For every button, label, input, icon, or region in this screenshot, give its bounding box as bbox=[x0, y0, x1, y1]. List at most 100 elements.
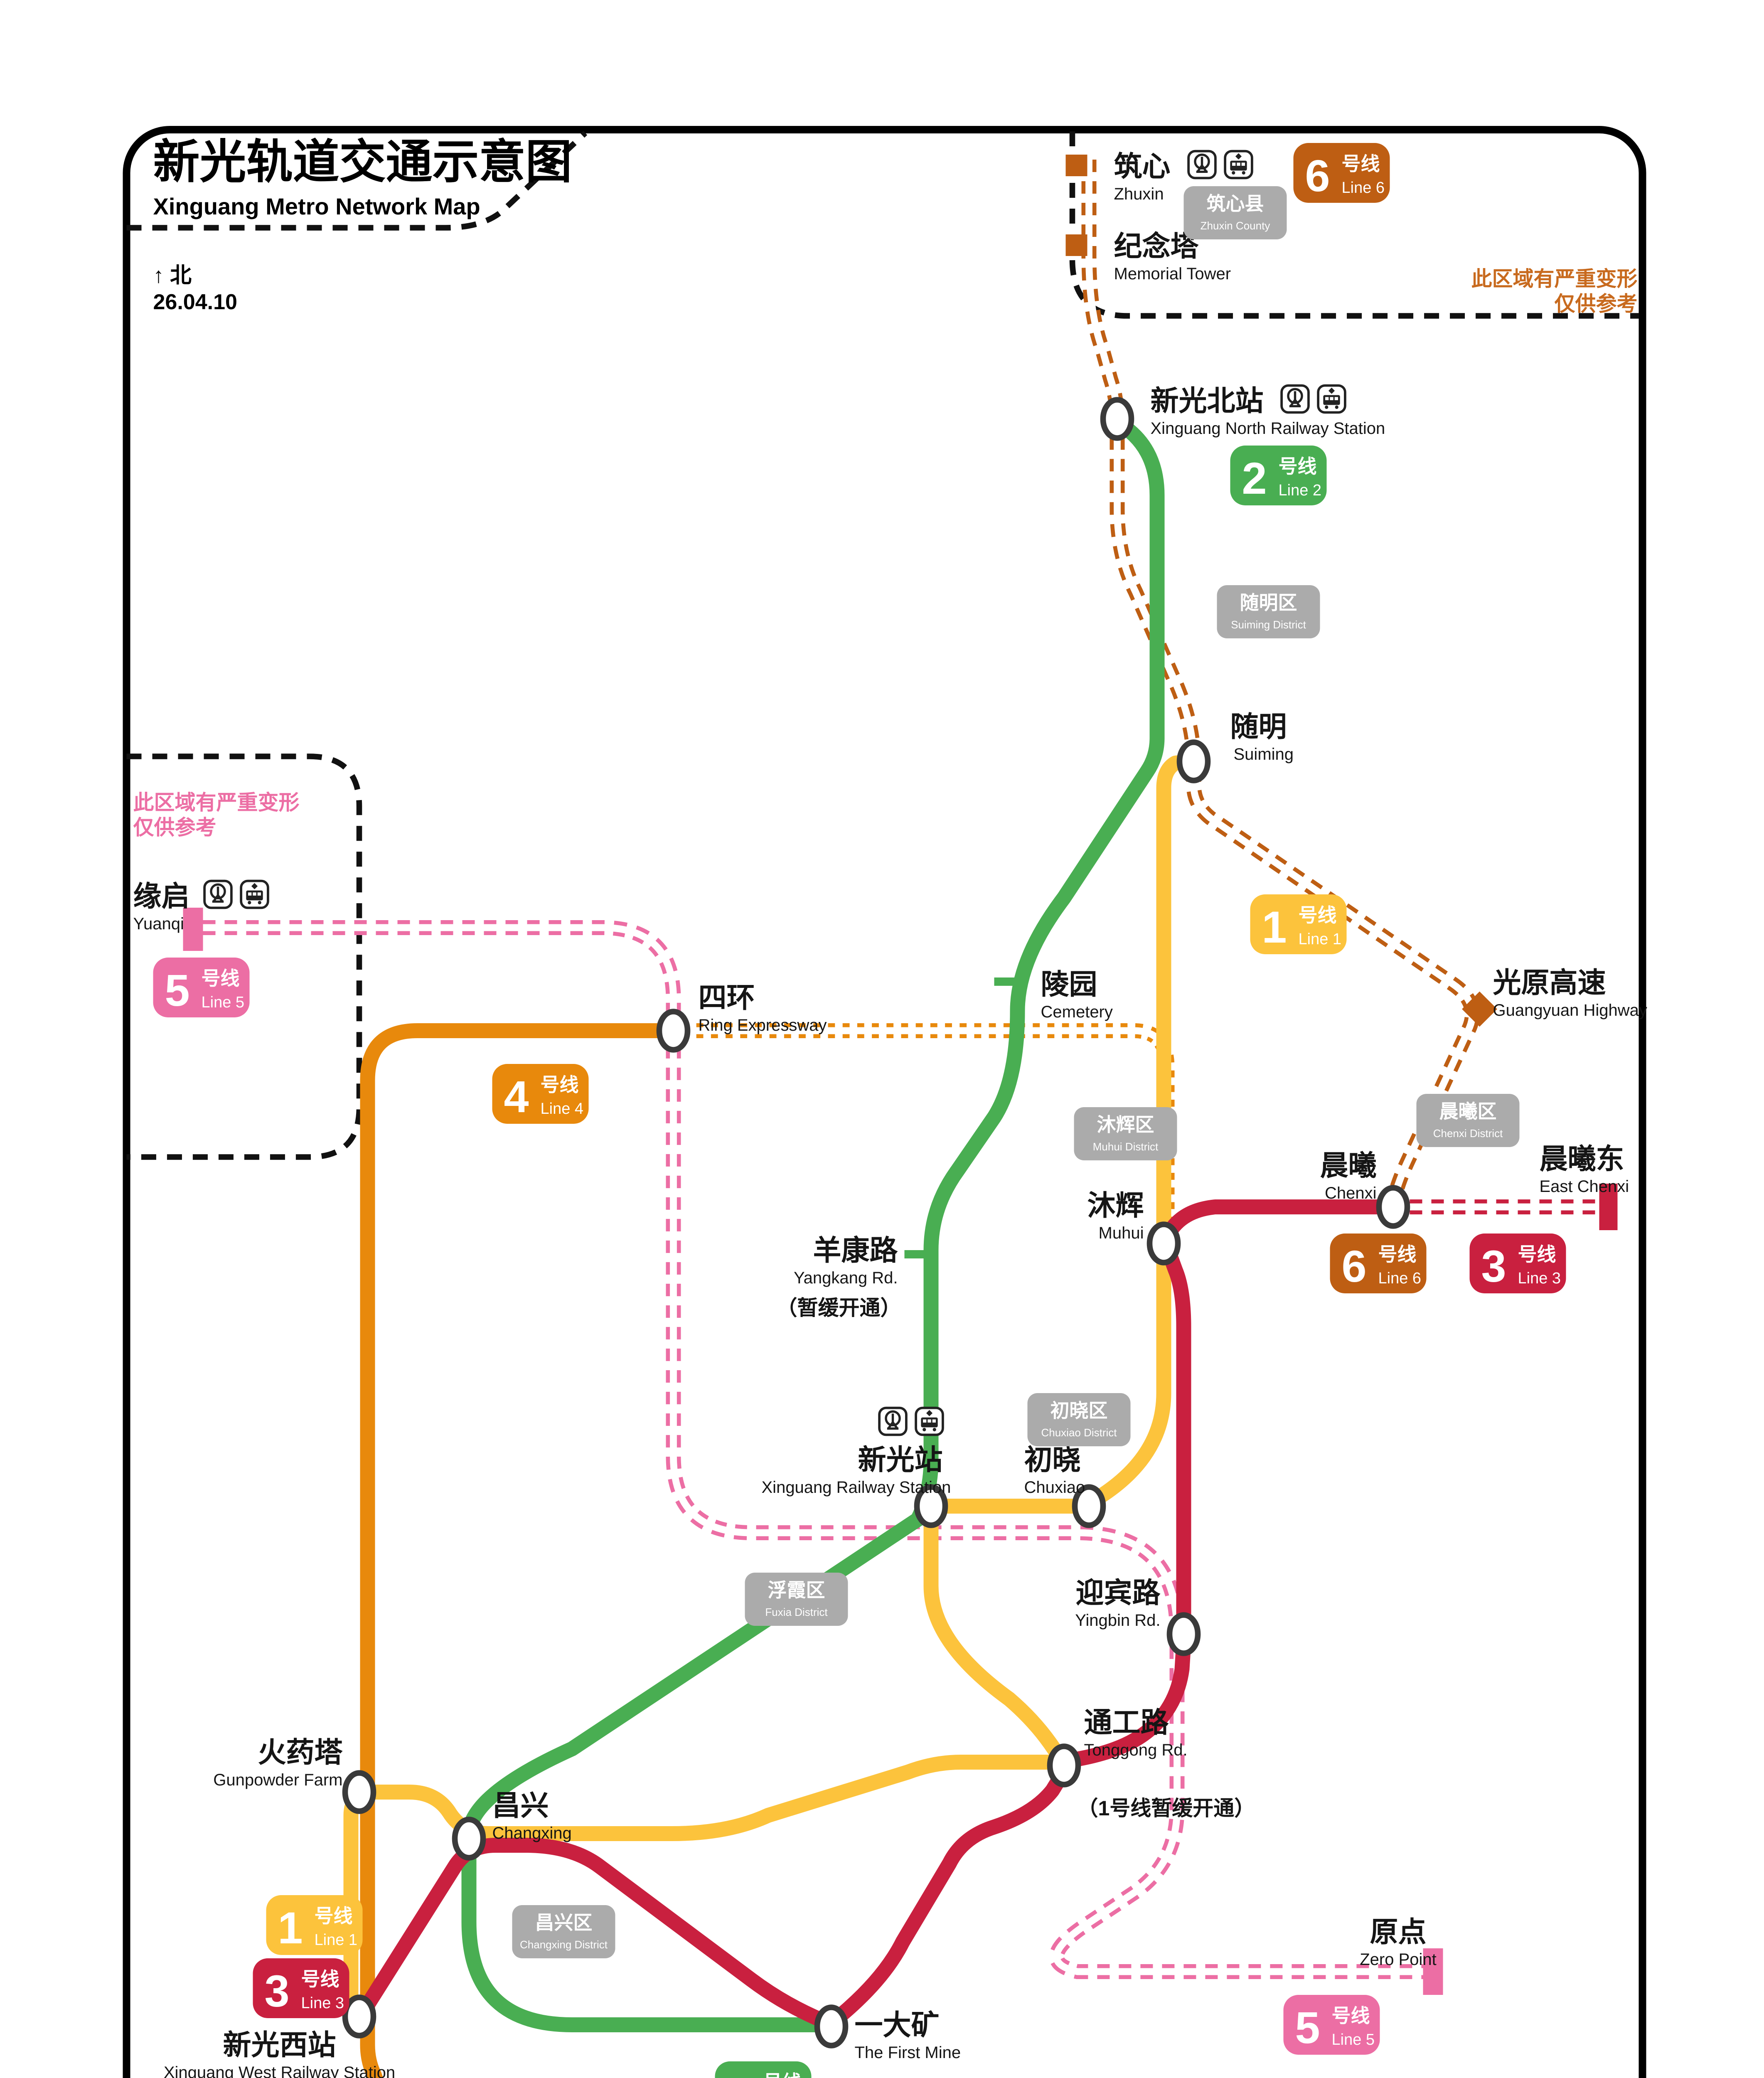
svg-text:一大矿: 一大矿 bbox=[855, 2009, 940, 2041]
railway-icon bbox=[204, 881, 231, 908]
svg-text:号线: 号线 bbox=[1279, 455, 1317, 477]
railway-icon bbox=[879, 1408, 906, 1435]
map-border bbox=[123, 126, 1646, 2078]
station-label-sihuan: 四环 Ring Expressway bbox=[699, 982, 827, 1034]
svg-text:5: 5 bbox=[1295, 2002, 1320, 2053]
line2-badge-bottom: 2 号线 Line 2 bbox=[715, 2061, 812, 2078]
svg-text:火药塔: 火药塔 bbox=[258, 1737, 343, 1768]
line1-badge-top: 1 号线 Line 1 bbox=[1250, 894, 1347, 954]
svg-text:号线: 号线 bbox=[1378, 1243, 1417, 1265]
svg-text:Memorial Tower: Memorial Tower bbox=[1114, 265, 1231, 283]
svg-text:6: 6 bbox=[1342, 1241, 1367, 1291]
svg-text:晨曦: 晨曦 bbox=[1320, 1150, 1376, 1182]
station-label-yangkang: 羊康路 Yangkang Rd. （暂缓开通） bbox=[777, 1235, 901, 1320]
station-label-chenxi-east: 晨曦东 East Chenxi bbox=[1540, 1143, 1629, 1196]
line4-badge-mid: 4 号线 Line 4 bbox=[492, 1064, 589, 1124]
line2-path bbox=[461, 415, 1165, 2032]
svg-text:号线: 号线 bbox=[1518, 1243, 1556, 1265]
svg-text:Line 2: Line 2 bbox=[1279, 482, 1322, 499]
station-label-suiming: 随明 Suiming bbox=[1230, 711, 1294, 763]
svg-text:沐辉区: 沐辉区 bbox=[1097, 1114, 1154, 1135]
station-label-muhui: 沐辉 Muhui bbox=[1087, 1190, 1144, 1242]
station-label-xinguang-rail: 新光站 Xinguang Railway Station bbox=[762, 1408, 951, 1497]
svg-text:陵园: 陵园 bbox=[1041, 969, 1097, 1000]
svg-text:（1号线暂缓开通）: （1号线暂缓开通） bbox=[1078, 1797, 1255, 1820]
svg-text:Line 1: Line 1 bbox=[315, 1931, 358, 1949]
distortion-boundary-topright bbox=[1069, 131, 1639, 319]
line4-path bbox=[360, 1023, 673, 2078]
line3-path bbox=[360, 1199, 1388, 2029]
svg-text:号线: 号线 bbox=[1332, 2005, 1370, 2026]
map-date: 26.04.10 bbox=[153, 290, 237, 314]
svg-text:Line 5: Line 5 bbox=[202, 994, 245, 1011]
station-tick-jinianta bbox=[1065, 234, 1087, 256]
svg-text:初晓: 初晓 bbox=[1024, 1444, 1081, 1476]
station-circle-xinguang-north bbox=[1100, 397, 1134, 441]
svg-text:筑心: 筑心 bbox=[1114, 151, 1171, 182]
note-distortion-topright-2: 仅供参考 bbox=[1555, 292, 1638, 315]
svg-text:The First Mine: The First Mine bbox=[855, 2044, 961, 2062]
svg-text:Xinguang Railway Station: Xinguang Railway Station bbox=[762, 1478, 951, 1497]
svg-text:East Chenxi: East Chenxi bbox=[1540, 1177, 1629, 1196]
line6-badge-chenxi: 6 号线 Line 6 bbox=[1330, 1234, 1427, 1293]
svg-text:Gunpowder Farm: Gunpowder Farm bbox=[213, 1771, 342, 1789]
station-label-xinguang-west: 新光西站 Xinguang West Railway Station bbox=[164, 2029, 395, 2078]
station-label-xinguang-north: 新光北站 Xinguang North Railway Station bbox=[1151, 385, 1385, 438]
svg-text:晨曦东: 晨曦东 bbox=[1540, 1143, 1624, 1175]
district-badge-changxing: 昌兴区 Changxing District bbox=[512, 1905, 615, 1958]
station-circle-tonggong bbox=[1047, 1743, 1081, 1787]
svg-text:号线: 号线 bbox=[541, 1074, 579, 1096]
svg-text:光原高速: 光原高速 bbox=[1493, 967, 1606, 999]
svg-text:号线: 号线 bbox=[301, 1968, 340, 1990]
svg-text:1: 1 bbox=[1262, 902, 1287, 952]
svg-text:Line 1: Line 1 bbox=[1299, 931, 1342, 948]
station-circle-yidakuang bbox=[814, 2004, 849, 2048]
station-tick-yangkang bbox=[904, 1250, 931, 1258]
note-distortion-left-1: 此区域有严重变形 bbox=[133, 791, 300, 814]
note-distortion-topright-1: 此区域有严重变形 bbox=[1471, 267, 1638, 291]
svg-text:原点: 原点 bbox=[1370, 1916, 1426, 1948]
svg-text:6: 6 bbox=[1305, 150, 1330, 201]
svg-text:3: 3 bbox=[1481, 1241, 1506, 1291]
station-label-chenxi: 晨曦 Chenxi bbox=[1320, 1150, 1376, 1202]
svg-text:3: 3 bbox=[265, 1966, 290, 2016]
svg-text:号线: 号线 bbox=[202, 968, 240, 989]
tram-icon bbox=[1225, 151, 1252, 178]
svg-text:纪念塔: 纪念塔 bbox=[1114, 231, 1199, 262]
station-circle-yingbin bbox=[1166, 1612, 1201, 1656]
line5-badge-left: 5 号线 Line 5 bbox=[153, 958, 250, 1017]
svg-text:2: 2 bbox=[727, 2069, 752, 2078]
svg-text:Line 6: Line 6 bbox=[1342, 179, 1385, 197]
railway-icon bbox=[1282, 386, 1309, 413]
svg-text:浮霞区: 浮霞区 bbox=[768, 1579, 825, 1601]
svg-text:新光西站: 新光西站 bbox=[223, 2029, 336, 2061]
svg-text:Changxing: Changxing bbox=[492, 1824, 572, 1842]
svg-text:新光站: 新光站 bbox=[858, 1444, 943, 1476]
svg-text:5: 5 bbox=[165, 965, 190, 1015]
station-label-yuandian: 原点 Zero Point bbox=[1360, 1916, 1437, 1969]
svg-text:号线: 号线 bbox=[315, 1905, 353, 1927]
svg-text:Line 4: Line 4 bbox=[541, 1100, 584, 1118]
svg-text:Muhui: Muhui bbox=[1099, 1224, 1144, 1242]
svg-text:Cemetery: Cemetery bbox=[1041, 1003, 1113, 1021]
svg-text:Chenxi: Chenxi bbox=[1325, 1184, 1377, 1202]
svg-text:羊康路: 羊康路 bbox=[813, 1235, 898, 1266]
line5-path bbox=[203, 920, 1423, 1979]
svg-text:Zhuxin County: Zhuxin County bbox=[1201, 219, 1270, 232]
line6-badge-top: 6 号线 Line 6 bbox=[1293, 143, 1390, 203]
svg-text:Suiming: Suiming bbox=[1234, 745, 1294, 763]
station-circle-xinguang-rail bbox=[914, 1484, 948, 1528]
page-title: 新光轨道交通示意图 bbox=[153, 136, 572, 188]
station-label-lingyuan: 陵园 Cemetery bbox=[1041, 969, 1113, 1021]
page-subtitle: Xinguang Metro Network Map bbox=[153, 193, 480, 219]
svg-text:通工路: 通工路 bbox=[1084, 1707, 1169, 1738]
district-badge-fuxia: 浮霞区 Fuxia District bbox=[745, 1573, 848, 1626]
svg-text:Guangyuan Highway: Guangyuan Highway bbox=[1493, 1001, 1647, 1019]
station-label-yingbin: 迎宾路 Yingbin Rd. bbox=[1075, 1577, 1161, 1630]
svg-text:Muhui District: Muhui District bbox=[1093, 1140, 1159, 1153]
svg-text:晨曦区: 晨曦区 bbox=[1439, 1101, 1497, 1122]
svg-text:Suiming District: Suiming District bbox=[1231, 618, 1306, 631]
svg-text:缘启: 缘启 bbox=[133, 881, 190, 912]
svg-text:Chuxiao District: Chuxiao District bbox=[1041, 1426, 1117, 1439]
